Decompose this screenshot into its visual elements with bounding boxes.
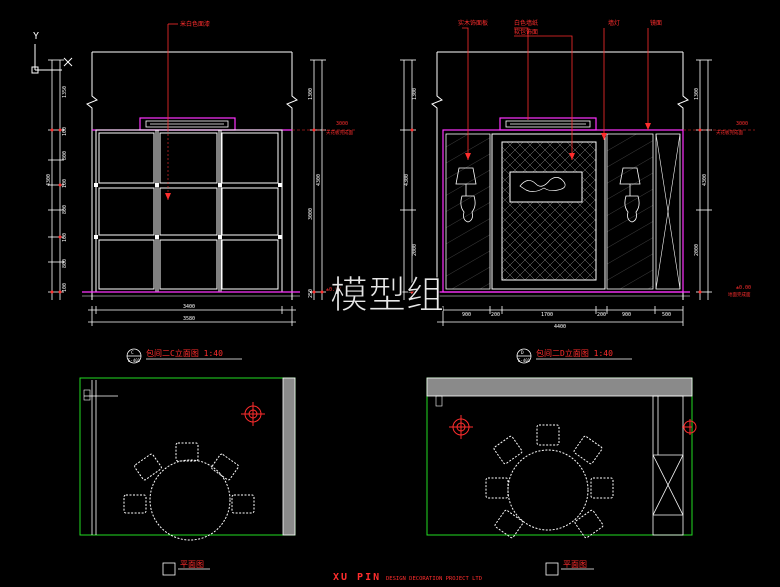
crosshair-light-icon [241,402,265,426]
left-level-top-note: 天花板完成面 [326,129,353,136]
ucs-y-label: Y [33,31,39,42]
left-level-floor: ±0.00 [326,287,341,293]
left-dim-6: 800 [62,259,68,268]
left-dim-7: 100 [62,283,68,292]
right-rdim-0: 1300 [694,88,700,100]
right-level-floor: ±0.00 [736,285,751,291]
right-bottom-dim-0: 900 [462,312,471,318]
right-bottom-dim-1: 200 [491,312,500,318]
right-bottom-dim-4: 900 [622,312,631,318]
right-rdim-1: 4300 [702,174,708,186]
footer-brand: XU PIN [333,572,381,583]
left-bottom-dim-1: 3580 [183,316,195,322]
left-rdim-3: 250 [308,289,314,298]
right-bottom-total: 4400 [554,324,566,330]
right-rdim-2: 2000 [694,244,700,256]
right-callout-2: 软包饰面 [514,28,538,36]
section-tag-icon [126,348,142,364]
right-tag-bottom: E-401 [518,358,531,363]
left-dim-4: 800 [62,205,68,214]
watermark: 模型组 [330,273,444,317]
left-tag-top: C [131,350,134,356]
left-dim-3: 100 [62,179,68,188]
left-dim-2: 800 [62,151,68,160]
crosshair-light-icon-3 [682,419,697,435]
right-level-top-note: 天花板完成面 [716,129,743,136]
left-top-callout: 米白色面漆 [180,20,210,28]
left-plan-title: 平面图 [180,560,204,569]
left-tag-bottom: E-401 [128,358,141,363]
right-elevation: 实木饰面板 白色墙纸 软包饰面 墙灯 镜面 1300 4300 2000 130… [400,19,755,364]
right-callout-0: 实木饰面板 [458,19,488,27]
right-plan-title: 平面图 [563,560,587,569]
left-dim-5: 100 [62,233,68,242]
left-bottom-dim-0: 3400 [183,304,195,310]
right-tag-top: D [521,350,524,356]
left-rdim-0: 1300 [308,88,314,100]
wall-lamp-icon [455,167,477,223]
left-elevation: 米白色面漆 1350 100 800 100 800 100 800 100 4… [46,20,356,364]
right-plan: 平面图 [426,377,697,576]
left-dim-1: 100 [62,127,68,136]
crosshair-light-icon-2 [449,415,473,439]
footer-tagline: DESIGN DECORATION PROJECT LTD [386,576,482,582]
left-plan: 平面图 [79,377,296,576]
left-rdim-2: 4300 [316,174,322,186]
right-callout-3: 墙灯 [608,19,620,27]
right-ldim-2: 2000 [412,244,418,256]
left-dim-0: 1350 [62,86,68,98]
right-bottom-dim-3: 200 [597,312,606,318]
right-bottom-dim-5: 500 [662,312,671,318]
right-callout-4: 镜面 [650,19,662,27]
left-elevation-title: 包间二C立面图 1:40 [146,348,223,358]
right-ldim-1: 4300 [404,174,410,186]
left-dim-total: 4300 [46,174,52,186]
right-bottom-dim-2: 1700 [541,312,553,318]
right-ldim-0: 1300 [412,88,418,100]
wall-lamp-icon-2 [619,167,641,223]
left-rdim-1: 3000 [308,208,314,220]
right-level-floor-note: 地面完成面 [728,291,751,298]
left-level-top: 3000 [336,121,348,127]
ucs-axis-icon [31,44,73,74]
right-callout-1: 白色墙纸 [514,19,538,27]
section-tag-icon-2 [516,348,532,364]
right-level-top: 3000 [736,121,748,127]
right-elevation-title: 包间二D立面图 1:40 [536,348,613,358]
